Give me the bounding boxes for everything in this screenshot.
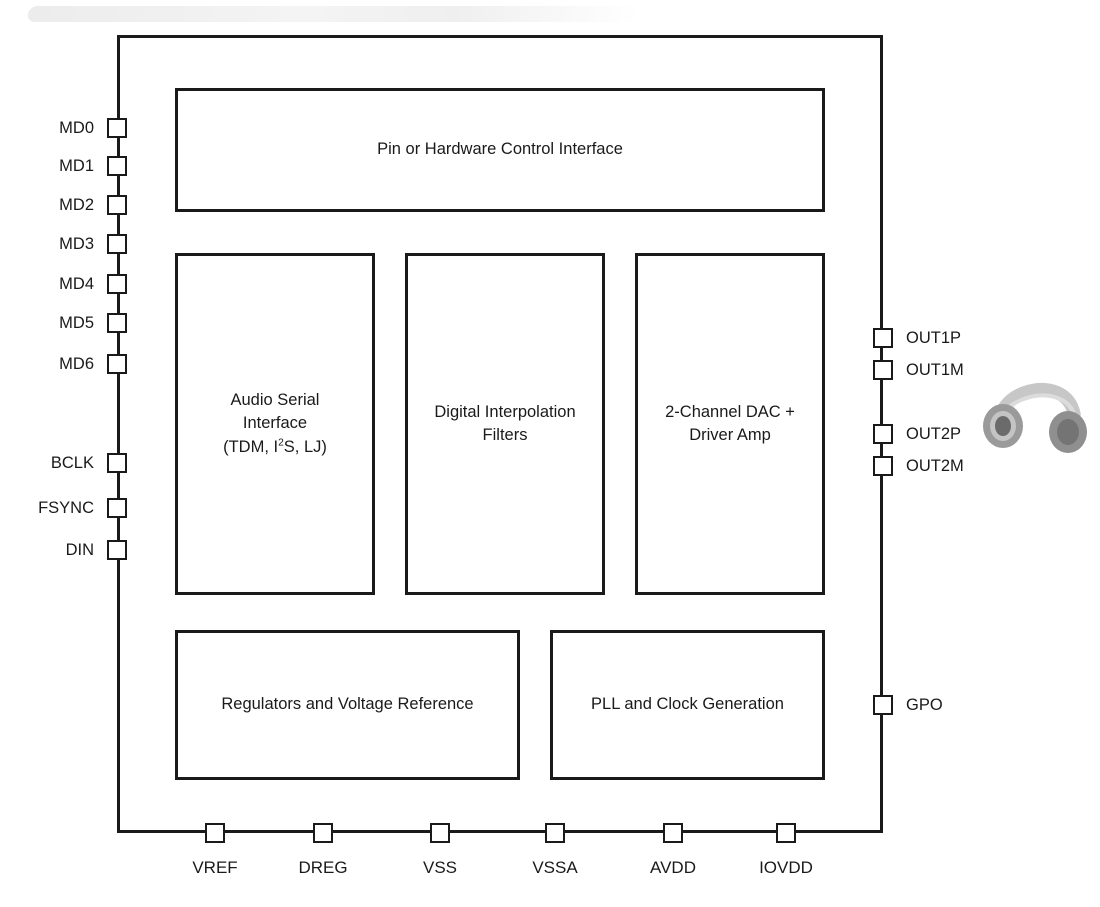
- pin-out2p: OUT2P: [873, 424, 961, 444]
- pin-iovdd: IOVDD: [741, 823, 831, 878]
- block-label: Audio Serial Interface (TDM, I2S, LJ): [223, 391, 327, 456]
- pin-square: [313, 823, 333, 843]
- block-pll-clock-generation: PLL and Clock Generation: [550, 630, 825, 780]
- pin-label: OUT2P: [906, 424, 962, 443]
- block-label: 2-Channel DAC + Driver Amp: [665, 402, 795, 444]
- pin-square: [107, 354, 127, 374]
- pin-label: VREF: [192, 858, 238, 877]
- pin-md0: MD0: [30, 118, 127, 138]
- pin-bclk: BCLK: [30, 453, 127, 473]
- block-dac-driver-amp: 2-Channel DAC + Driver Amp: [635, 253, 825, 595]
- pin-label: MD4: [59, 274, 94, 293]
- pin-label: MD3: [59, 234, 94, 253]
- pin-out2m: OUT2M: [873, 456, 964, 476]
- pin-square: [107, 195, 127, 215]
- pin-md1: MD1: [30, 156, 127, 176]
- block-label: PLL and Clock Generation: [591, 695, 784, 714]
- pin-label: MD2: [59, 195, 94, 214]
- pin-square: [107, 274, 127, 294]
- pin-label: GPO: [906, 695, 943, 714]
- pin-md4: MD4: [30, 274, 127, 294]
- pin-dreg: DREG: [278, 823, 368, 878]
- block-pin-control-interface: Pin or Hardware Control Interface: [175, 88, 825, 212]
- pin-square: [873, 424, 893, 444]
- pin-square: [107, 234, 127, 254]
- pin-avdd: AVDD: [628, 823, 718, 878]
- pin-square: [107, 453, 127, 473]
- block-audio-serial-interface: Audio Serial Interface (TDM, I2S, LJ): [175, 253, 375, 595]
- pin-md6: MD6: [30, 354, 127, 374]
- pin-square: [107, 313, 127, 333]
- pin-md2: MD2: [30, 195, 127, 215]
- scan-artifact: [26, 6, 640, 22]
- pin-label: OUT1P: [906, 328, 962, 347]
- pin-label: DIN: [65, 540, 94, 559]
- pin-square: [107, 498, 127, 518]
- pin-square: [205, 823, 225, 843]
- pin-din: DIN: [30, 540, 127, 560]
- pin-square: [873, 695, 893, 715]
- pin-label: AVDD: [650, 858, 696, 877]
- pin-square: [873, 328, 893, 348]
- pin-square: [430, 823, 450, 843]
- pin-md5: MD5: [30, 313, 127, 333]
- pin-label: MD1: [59, 156, 94, 175]
- pin-square: [107, 118, 127, 138]
- block-regulators-voltage-reference: Regulators and Voltage Reference: [175, 630, 520, 780]
- pin-label: MD5: [59, 313, 94, 332]
- pin-label: OUT2M: [906, 456, 964, 475]
- pin-square: [107, 540, 127, 560]
- pin-vref: VREF: [170, 823, 260, 878]
- pin-label: VSS: [422, 858, 458, 877]
- pin-square: [776, 823, 796, 843]
- pin-label: IOVDD: [759, 858, 813, 877]
- pin-gpo: GPO: [873, 695, 943, 715]
- pin-label: VSSA: [532, 858, 578, 877]
- block-digital-interpolation-filters: Digital Interpolation Filters: [405, 253, 605, 595]
- block-label: Digital Interpolation Filters: [434, 402, 576, 444]
- pin-square: [545, 823, 565, 843]
- pin-fsync: FSYNC: [30, 498, 127, 518]
- pin-label: FSYNC: [38, 498, 94, 517]
- pin-label: DREG: [298, 858, 348, 877]
- pin-square: [107, 156, 127, 176]
- pin-label: MD6: [59, 354, 94, 373]
- pin-square: [873, 456, 893, 476]
- pin-vssa: VSSA: [510, 823, 600, 878]
- headphones-icon: [972, 352, 1097, 472]
- pin-out1p: OUT1P: [873, 328, 961, 348]
- pin-label: BCLK: [50, 453, 94, 472]
- pin-square: [663, 823, 683, 843]
- pin-square: [873, 360, 893, 380]
- pin-label: MD0: [59, 118, 94, 137]
- pin-vss: VSS: [395, 823, 485, 878]
- block-label: Pin or Hardware Control Interface: [377, 140, 623, 159]
- pin-label: OUT1M: [906, 360, 964, 379]
- block-label: Regulators and Voltage Reference: [221, 695, 474, 714]
- pin-out1m: OUT1M: [873, 360, 964, 380]
- pin-md3: MD3: [30, 234, 127, 254]
